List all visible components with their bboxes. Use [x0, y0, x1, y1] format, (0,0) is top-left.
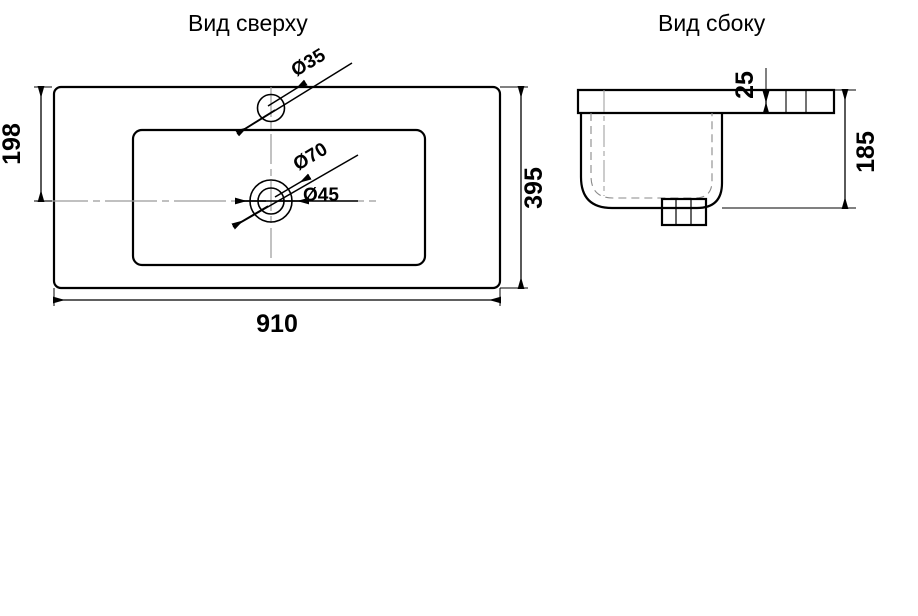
top-view-title: Вид сверху	[188, 10, 308, 36]
dia45-label: Ø45	[303, 185, 339, 206]
bowl-inner-profile-hidden	[590, 113, 713, 199]
bowl-recess-outline	[131, 128, 427, 267]
faucet-hole-circle	[256, 93, 286, 123]
dim910-label: 910	[256, 310, 298, 338]
dia35-label: Ø35	[288, 45, 330, 82]
dia70-arrow-upper	[274, 173, 312, 198]
dim395-label: 395	[520, 167, 548, 209]
side-view-title: Вид сбоку	[658, 10, 766, 36]
drain-outlet-box	[660, 197, 708, 227]
basin-outline	[52, 85, 502, 290]
dia70-label: Ø70	[290, 139, 332, 176]
dia35-arrow-lower	[235, 109, 276, 137]
top-view-group: Ø35 Ø70 Ø45 198 395 910	[0, 45, 548, 338]
dim198-label: 198	[0, 123, 26, 165]
dia35-arrow-upper	[267, 79, 308, 107]
rim-slab-outline	[576, 88, 836, 115]
side-view-group: 25 185	[576, 68, 880, 227]
dim185-label: 185	[852, 131, 880, 173]
dim25-label: 25	[731, 71, 759, 99]
dia70-arrow-lower	[231, 205, 269, 230]
bowl-outer-profile	[579, 113, 724, 210]
